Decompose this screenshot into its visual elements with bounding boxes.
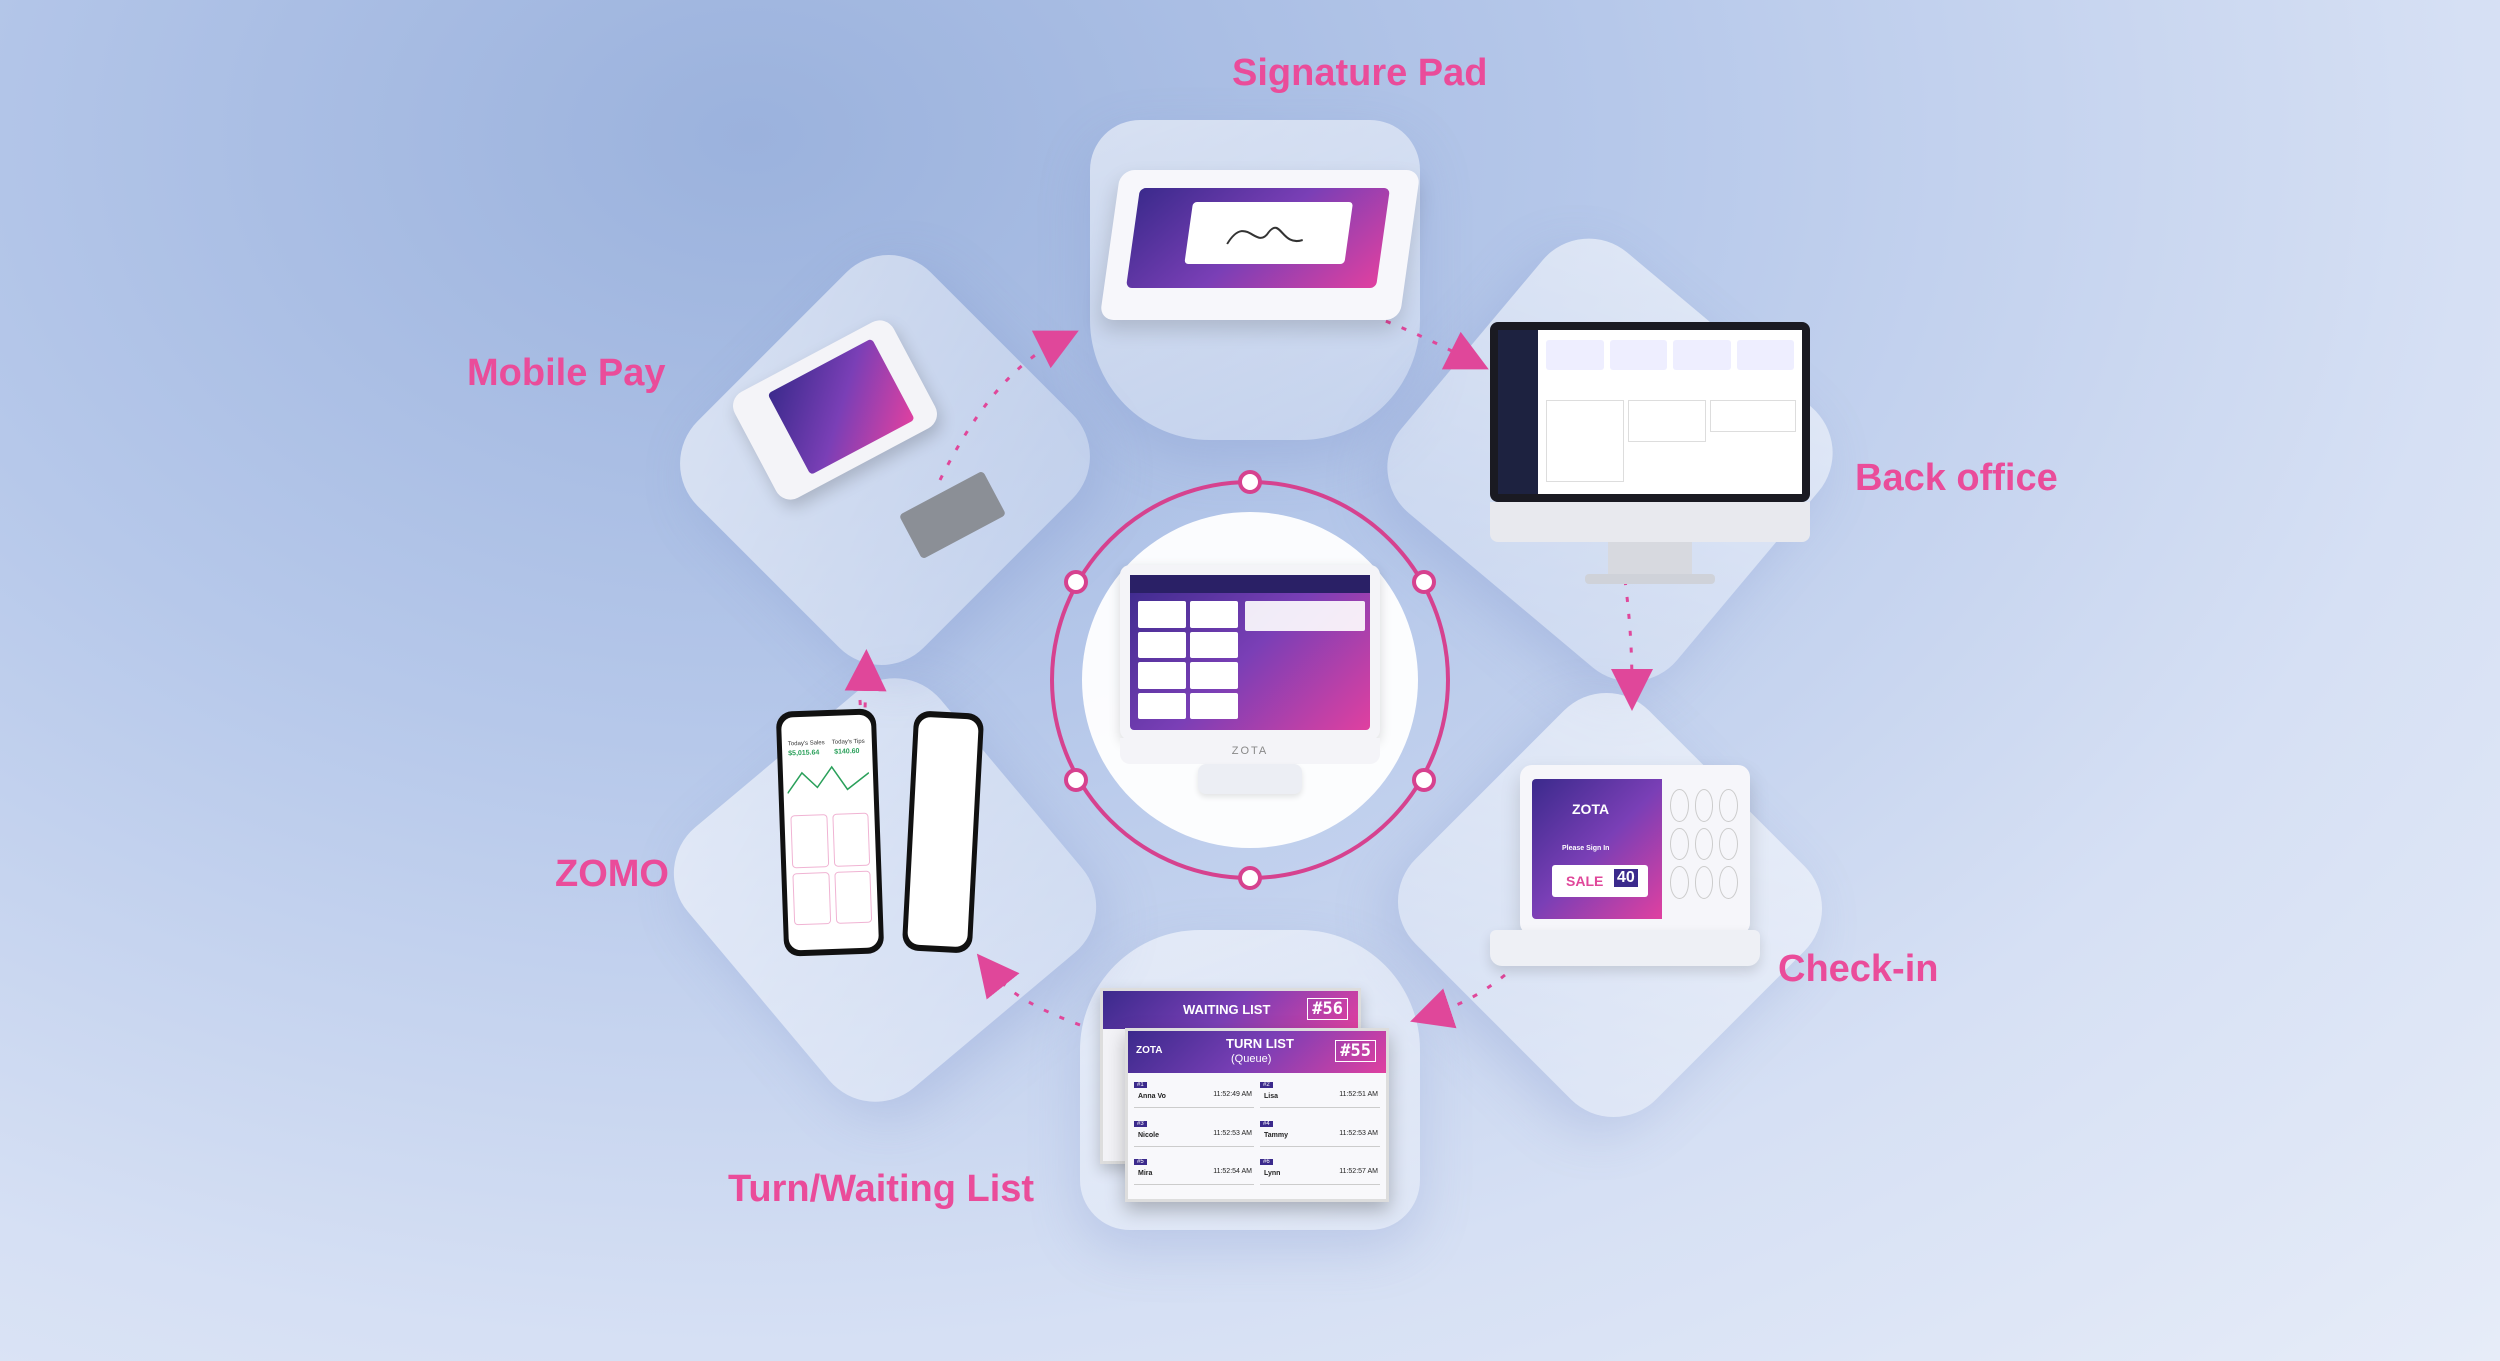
list-item: #6 Lynn 11:52:57 AM — [1260, 1158, 1380, 1186]
checkin-brand: ZOTA — [1572, 801, 1610, 817]
label-back-office: Back office — [1855, 457, 2058, 499]
turn-list-rows: #1 Anna Vo 11:52:49 AM #2 Lisa 11:52:51 … — [1134, 1081, 1380, 1191]
list-item: #3 Nicole 11:52:53 AM — [1134, 1120, 1254, 1147]
phone-sales-value: $5,015.64 — [788, 749, 820, 758]
back-office-foot — [1585, 574, 1715, 584]
turn-list-title: TURN LIST — [1226, 1036, 1294, 1051]
arrow-signature-to-backoffice — [1369, 313, 1489, 370]
label-check-in: Check-in — [1778, 948, 1939, 990]
center-brand: ZOTA — [1231, 745, 1269, 757]
phone-tips-label: Today's Tips — [831, 738, 865, 746]
waiting-list-number: #56 — [1307, 998, 1348, 1020]
zomo-phone-side — [901, 710, 985, 954]
ring-node-top-left — [1064, 570, 1088, 594]
label-mobile-pay: Mobile Pay — [467, 352, 666, 394]
list-item: #5 Mira 11:52:54 AM — [1134, 1158, 1254, 1186]
check-in-stand — [1490, 930, 1760, 966]
center-pos-monitor — [1120, 565, 1380, 740]
ring-node-bottom-right — [1412, 768, 1436, 792]
turn-list-subtitle: (Queue) — [1231, 1053, 1272, 1065]
label-zomo: ZOMO — [555, 853, 669, 895]
ring-node-top-right — [1412, 570, 1436, 594]
checkin-promo-value: 40 — [1614, 869, 1638, 887]
signature-pad-device — [1099, 170, 1421, 320]
phone-tips-value: $140.60 — [834, 747, 860, 756]
turn-list-brand: ZOTA — [1136, 1045, 1163, 1056]
center-monitor-stand — [1198, 764, 1302, 794]
turn-list-board: ZOTA TURN LIST (Queue) #55 #1 Anna Vo 11… — [1125, 1028, 1389, 1202]
checkin-prompt: Please Sign In — [1562, 845, 1610, 852]
arrow-mobile-to-signature — [938, 330, 1079, 481]
ring-node-bottom-left — [1064, 768, 1088, 792]
ring-node-bottom — [1238, 866, 1262, 890]
back-office-stand — [1608, 542, 1692, 576]
arrow-turn-to-zomo — [976, 953, 1081, 1027]
zomo-phone-front: Today's Sales Today's Tips $5,015.64 $14… — [775, 708, 885, 957]
list-item: #2 Lisa 11:52:51 AM — [1260, 1081, 1380, 1108]
list-item: #1 Anna Vo 11:52:49 AM — [1134, 1081, 1254, 1108]
back-office-monitor — [1490, 322, 1810, 502]
check-in-tablet: ZOTA Please Sign In SALE 40 — [1520, 765, 1750, 935]
label-signature-pad: Signature Pad — [1232, 52, 1488, 94]
waiting-list-title: WAITING LIST — [1183, 1002, 1271, 1017]
turn-list-number: #55 — [1335, 1040, 1376, 1062]
back-office-chin — [1490, 502, 1810, 542]
arrow-backoffice-to-checkin — [1610, 579, 1653, 711]
arrow-checkin-to-turn — [1410, 973, 1506, 1029]
phone-sales-label: Today's Sales — [787, 740, 825, 748]
list-item: #4 Tammy 11:52:53 AM — [1260, 1120, 1380, 1147]
ring-node-top — [1238, 470, 1262, 494]
checkin-promo: SALE — [1566, 873, 1604, 889]
label-turn-waiting-list: Turn/Waiting List — [728, 1168, 1035, 1210]
center-monitor-chin: ZOTA — [1120, 738, 1380, 764]
